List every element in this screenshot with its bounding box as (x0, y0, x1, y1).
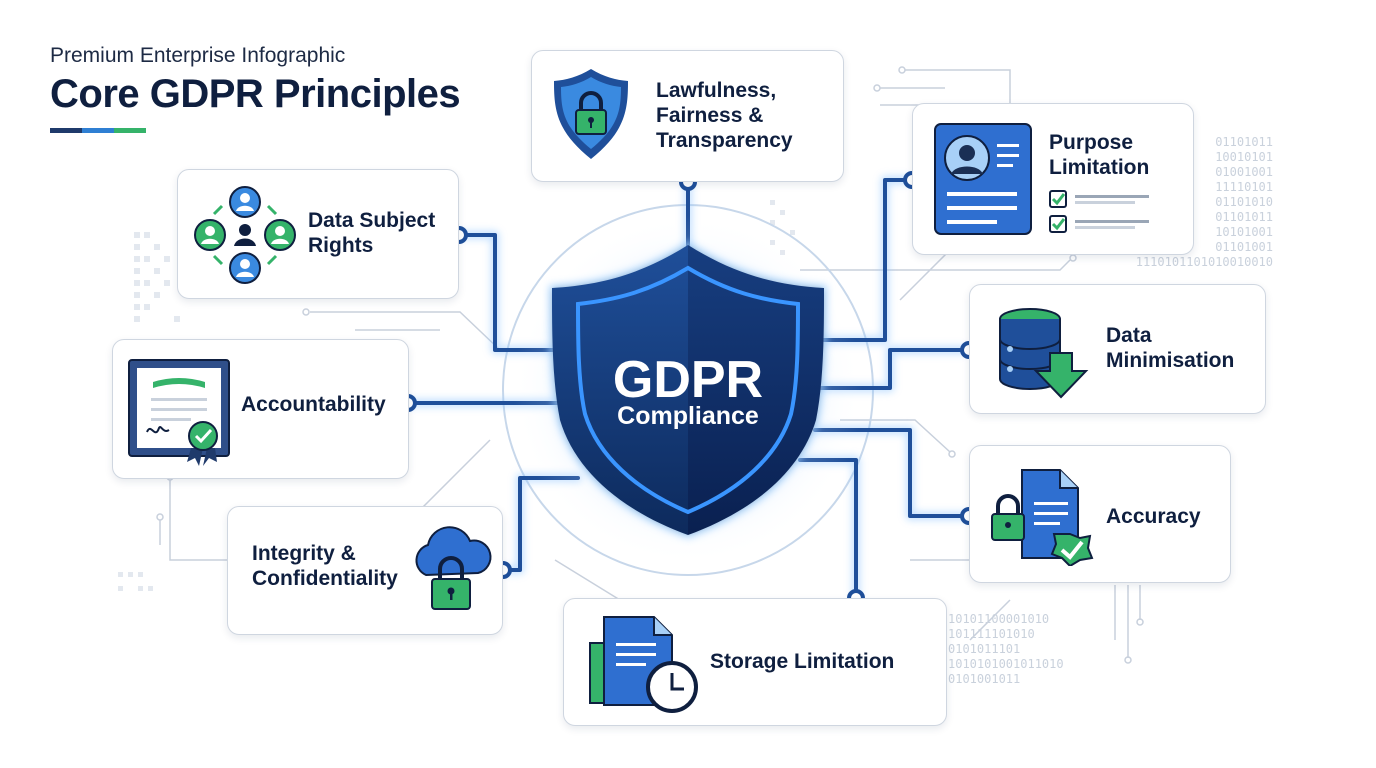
principle-label-lawfulness: Lawfulness, Fairness & Transparency (656, 79, 793, 152)
principle-card-integrity-confidentiality[interactable]: Integrity & Confidentiality (227, 506, 503, 635)
certificate-icon (128, 359, 230, 466)
database-down-arrow-icon (999, 308, 1089, 399)
binary-text-bottom-right: 10101100001010 101111101010 0101011101 1… (948, 612, 1064, 686)
principle-label-integrity-confidentiality: Integrity & Confidentiality (252, 542, 398, 590)
principle-card-purpose-limitation[interactable]: Purpose Limitation (912, 103, 1194, 255)
principle-card-data-subject-rights[interactable]: Data Subject Rights (177, 169, 459, 299)
principle-label-data-minimisation: Data Minimisation (1106, 324, 1235, 372)
principle-label-purpose-limitation: Purpose Limitation (1049, 131, 1150, 179)
people-cycle-icon (194, 186, 296, 284)
gdpr-shield-icon (513, 215, 863, 565)
page-title: Core GDPR Principles (50, 72, 461, 116)
underline-segment-green (114, 128, 146, 133)
kicker-text: Premium Enterprise Infographic (50, 44, 346, 67)
principle-label-storage-limitation: Storage Limitation (710, 650, 895, 673)
principle-card-data-minimisation[interactable]: Data Minimisation (969, 284, 1266, 414)
center-subtitle: Compliance (617, 402, 759, 430)
underline-segment-navy (50, 128, 82, 133)
center-title: GDPR (612, 351, 764, 409)
title-underline (50, 128, 146, 133)
shield-lock-icon (554, 69, 628, 159)
cloud-lock-icon (415, 526, 492, 610)
document-lock-check-icon (991, 469, 1094, 566)
principle-card-accuracy[interactable]: Accuracy (969, 445, 1231, 583)
principle-label-accountability: Accountability (241, 393, 386, 416)
underline-segment-blue (82, 128, 114, 133)
checklist-icon (1049, 190, 1149, 233)
profile-checklist-icon (934, 123, 1032, 235)
principle-label-accuracy: Accuracy (1106, 505, 1201, 528)
document-clock-icon (589, 616, 698, 713)
binary-text-top-right: 01101011 10010101 01001001 11110101 0110… (1135, 135, 1273, 269)
principle-card-lawfulness[interactable]: Lawfulness, Fairness & Transparency (531, 50, 844, 182)
principle-card-accountability[interactable]: Accountability (112, 339, 409, 479)
principle-label-data-subject-rights: Data Subject Rights (308, 209, 436, 257)
principle-card-storage-limitation[interactable]: Storage Limitation (563, 598, 947, 726)
